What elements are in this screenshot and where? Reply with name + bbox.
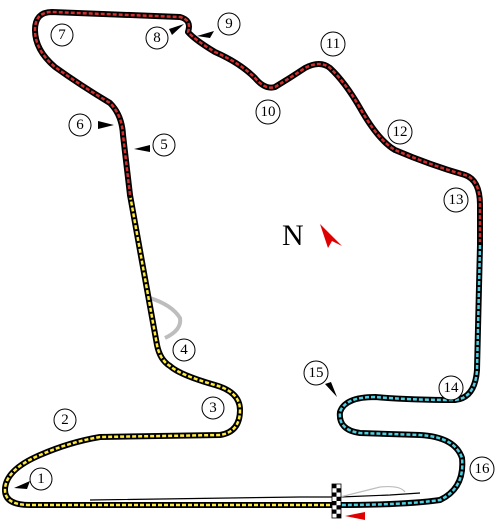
turn-14-marker: 14 bbox=[438, 375, 464, 401]
turn-13-marker: 13 bbox=[443, 187, 469, 213]
turn-4-marker: 4 bbox=[172, 338, 196, 362]
turn-3-marker: 3 bbox=[201, 396, 225, 420]
turn4-runoff bbox=[149, 296, 183, 340]
turn-11-label: 11 bbox=[326, 36, 340, 52]
turn-5-label: 5 bbox=[160, 137, 168, 153]
turn-11-marker: 11 bbox=[320, 31, 346, 57]
turn-6-pointer-icon bbox=[98, 121, 114, 129]
turn-2-label: 2 bbox=[61, 412, 69, 428]
turn-8-marker: 8 bbox=[145, 26, 169, 50]
pit-direction-arrow-icon bbox=[345, 512, 365, 520]
turn-1-marker: 1 bbox=[29, 467, 53, 491]
sector-2-outline bbox=[32, 9, 483, 248]
turn-15-label: 15 bbox=[309, 365, 324, 381]
turn-10-label: 10 bbox=[261, 104, 276, 120]
turn-5-marker: 5 bbox=[152, 133, 176, 157]
turn-10-marker: 10 bbox=[255, 99, 281, 125]
turn-15-pointer-icon bbox=[325, 382, 337, 397]
turn-16-label: 16 bbox=[475, 461, 491, 477]
turn-8-pointer-icon bbox=[169, 24, 184, 35]
turn-3-label: 3 bbox=[209, 400, 217, 416]
turn-9-label: 9 bbox=[225, 16, 233, 32]
turn-13-label: 13 bbox=[449, 192, 464, 208]
turn-6-marker: 6 bbox=[68, 113, 92, 137]
turn-7-marker: 7 bbox=[50, 23, 74, 47]
turn-12-label: 12 bbox=[393, 124, 408, 140]
turn-8-label: 8 bbox=[153, 30, 161, 46]
turn-1-label: 1 bbox=[37, 471, 45, 487]
turn-9-pointer-icon bbox=[197, 31, 214, 38]
compass-label: N bbox=[282, 219, 304, 252]
turn-14-label: 14 bbox=[444, 380, 460, 396]
pit-lane bbox=[89, 492, 421, 501]
sector-1-track bbox=[3, 194, 336, 507]
north-arrow-icon bbox=[320, 224, 342, 248]
turn-15-marker: 15 bbox=[303, 360, 329, 386]
turn-6-label: 6 bbox=[76, 117, 84, 133]
sector-2-track bbox=[33, 10, 482, 245]
turn-4-label: 4 bbox=[180, 342, 188, 358]
turn-2-marker: 2 bbox=[53, 408, 77, 432]
checkered-flag-icon bbox=[331, 483, 342, 519]
sector-3-track bbox=[335, 244, 482, 507]
turn-1-pointer-icon bbox=[14, 481, 30, 489]
turn-12-marker: 12 bbox=[387, 119, 413, 145]
turn-9-marker: 9 bbox=[217, 12, 241, 36]
turn-7-label: 7 bbox=[58, 27, 66, 43]
sector-3-outline bbox=[333, 242, 483, 508]
pit-lane-return bbox=[339, 485, 406, 498]
turn-16-marker: 16 bbox=[469, 456, 495, 482]
turn-5-pointer-icon bbox=[134, 145, 150, 152]
